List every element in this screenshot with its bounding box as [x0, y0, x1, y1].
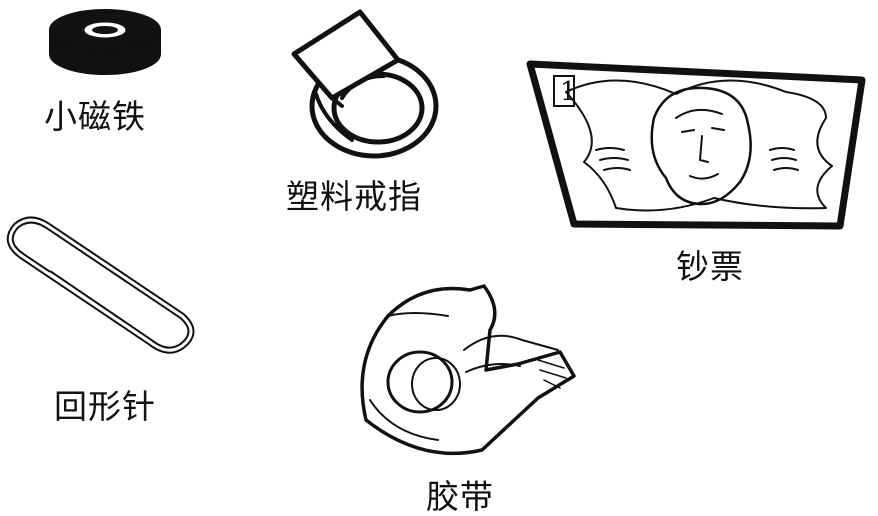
item-label-banknote: 钞票	[676, 247, 744, 286]
banknote-number: 1	[560, 77, 577, 107]
plastic-ring-icon	[291, 9, 439, 159]
item-label-magnet: 小磁铁	[44, 97, 146, 136]
tape-dispenser-icon	[360, 284, 576, 456]
magnet-icon	[49, 9, 161, 75]
item-label-paperclip: 回形针	[54, 387, 156, 426]
item-label-ring: 塑料戒指	[286, 177, 422, 216]
paperclip-icon	[6, 216, 195, 354]
banknote-icon: 1	[526, 60, 866, 230]
item-label-tape: 胶带	[426, 477, 494, 516]
